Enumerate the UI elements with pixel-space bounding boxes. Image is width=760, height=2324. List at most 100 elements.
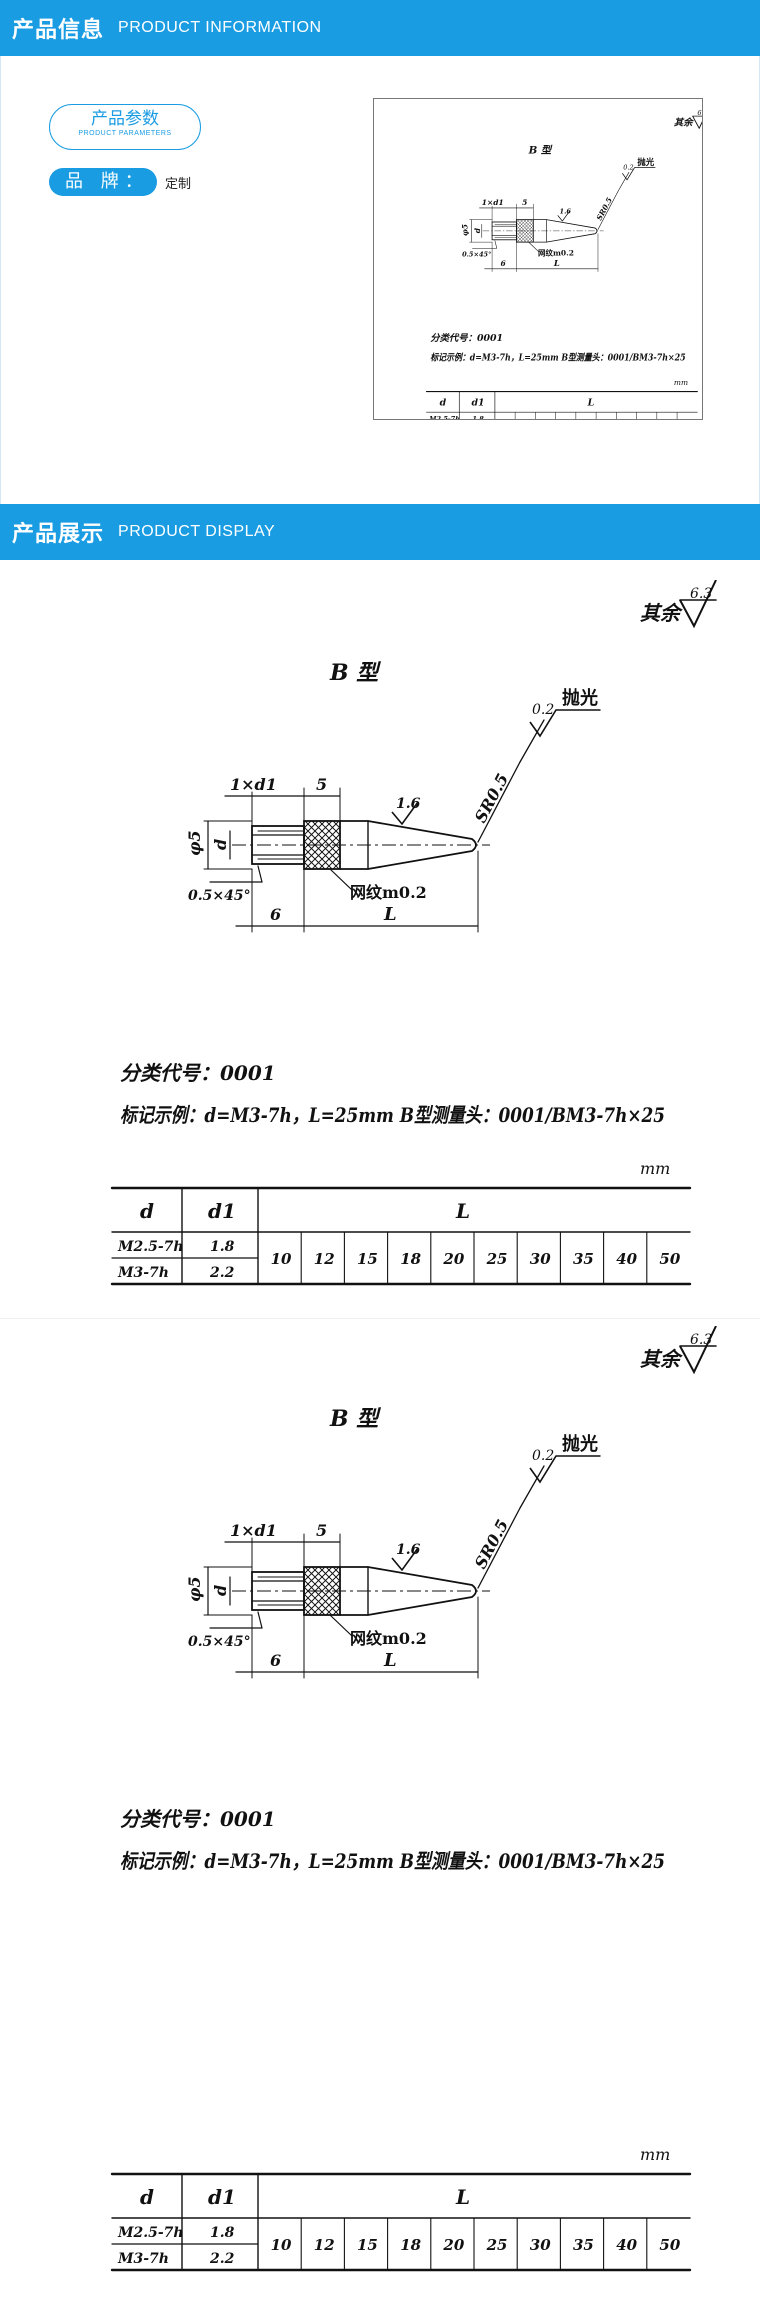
table-cell-d1: 2.2: [209, 2251, 235, 2267]
knurl-hatch: [529, 219, 534, 224]
roughness-16-text: 1.6: [560, 208, 572, 216]
table-cell-L: 12: [314, 1250, 335, 1268]
sr-text: SR0.5: [471, 1516, 513, 1571]
product-info-title: 产品信息: [12, 18, 105, 43]
roughness-note-text: 其余: [640, 1347, 683, 1371]
knurl-hatch: [523, 219, 534, 230]
dim-phi5-text: φ5: [185, 830, 204, 856]
table-cell-L: 35: [573, 2236, 594, 2254]
knurl-hatch: [526, 235, 534, 243]
table-cell-L: 35: [573, 1250, 594, 1268]
table-cell-d: M2.5-7h: [117, 2225, 184, 2241]
dim-phi5-text: φ5: [185, 1576, 204, 1602]
dim-6-text: 6: [501, 259, 507, 268]
table-cell-L: 18: [400, 1250, 421, 1268]
sr-text: SR0.5: [471, 770, 513, 825]
product-display-subtitle: PRODUCT DISPLAY: [118, 523, 276, 540]
section-divider: [0, 1318, 760, 1319]
table-cell-d1: 1.8: [210, 1239, 235, 1255]
table-cell-L: 25: [486, 1250, 508, 1268]
knurl-hatch: [311, 840, 341, 870]
table-cell-L: 18: [400, 2236, 421, 2254]
knurl-section: [303, 1566, 341, 1616]
knurl-hatch: [516, 219, 534, 237]
table-cell-d1: 1.8: [472, 415, 484, 419]
table-cell-d: M3-7h: [117, 1265, 169, 1281]
dim-L-text: L: [383, 1650, 397, 1671]
knurl-hatch: [519, 219, 534, 233]
knurl-hatch: [529, 238, 534, 243]
class-code-text: 分类代号：0001: [120, 1807, 276, 1831]
dim-6-text: 6: [270, 905, 281, 924]
knurl-hatch: [318, 1566, 341, 1589]
roughness-note-text: 其余: [640, 601, 683, 625]
knurl-hatch: [523, 232, 534, 243]
mark-example-text: 标记示例：d=M3-7h，L=25mm B型测量头：0001/BM3-7h×25: [120, 1849, 665, 1873]
table-header-L: L: [455, 1199, 470, 1223]
table-cell-L: 12: [314, 2236, 335, 2254]
brand-value: 定制: [165, 176, 192, 192]
knurl-hatch: [303, 854, 319, 870]
knurl-hatch: [311, 1566, 341, 1596]
knurl-hatch: [303, 1572, 341, 1610]
knurl-hatch: [516, 219, 534, 237]
type-title-text: B 型: [329, 1406, 381, 1432]
product-display-banner: 产品展示 PRODUCT DISPLAY: [0, 504, 760, 560]
knurl-hatch: [311, 820, 341, 850]
table-cell-L: 40: [616, 1250, 637, 1268]
dim-5-text: 5: [316, 1521, 327, 1540]
knurl-hatch: [304, 833, 341, 870]
sr-leader: [477, 761, 521, 843]
table-cell-L: 30: [530, 1250, 551, 1268]
sr-leader: [477, 1507, 521, 1589]
table-header-d1: d1: [471, 398, 484, 409]
knurl-hatch: [304, 820, 341, 857]
product-params-pill: 产品参数 PRODUCT PARAMETERS: [49, 104, 201, 150]
knurl-hatch: [516, 219, 527, 230]
unit-text: mm: [640, 1159, 670, 1178]
unit-text: mm: [640, 2145, 670, 2164]
polish-leader: [519, 1465, 545, 1509]
mark-example-text: 标记示例：d=M3-7h，L=25mm B型测量头：0001/BM3-7h×25: [430, 352, 685, 364]
dim-L-text: L: [383, 904, 397, 925]
knurl-hatch: [303, 826, 341, 864]
drawing-thumbnail-svg: 其余6.3B 型1×d151.6SR0.50.2抛光φ5d0.5×45°网纹m0…: [425, 106, 710, 438]
knurl-hatch: [303, 820, 319, 836]
knurl-hatch: [303, 840, 333, 870]
product-info-banner: 产品信息 PRODUCT INFORMATION: [0, 0, 760, 56]
knurl-hatch: [304, 1566, 341, 1603]
knurl-hatch: [325, 854, 341, 870]
knurl-leader: [329, 868, 353, 891]
sr-leader: [597, 191, 618, 230]
knurl-hatch: [303, 1566, 319, 1582]
type-title-text: B 型: [528, 145, 553, 157]
type-title-text: B 型: [329, 660, 381, 686]
knurl-hatch: [516, 238, 520, 243]
knurl-hatch: [303, 861, 312, 870]
chamfer-leader: [257, 1611, 263, 1629]
product-params-title: 产品参数: [91, 109, 159, 129]
dim-thread-text: 1×d1: [230, 1521, 277, 1540]
table-cell-L: 40: [616, 2236, 637, 2254]
chamfer-text: 0.5×45°: [188, 1634, 251, 1650]
brand-label: 品 牌：: [49, 168, 157, 196]
knurl-hatch: [332, 820, 341, 829]
knurl-text: 网纹m0.2: [538, 248, 574, 258]
mark-example-text: 标记示例：d=M3-7h，L=25mm B型测量头：0001/BM3-7h×25: [120, 1103, 665, 1127]
dim-5-text: 5: [522, 198, 527, 207]
polish-leader: [519, 719, 545, 763]
roughness-mark: [679, 1325, 717, 1375]
dim-L-text: L: [553, 258, 560, 268]
dim-thread-text: 1×d1: [482, 198, 504, 207]
knurl-hatch: [318, 1593, 341, 1616]
roughness-mark: [679, 579, 717, 629]
knurl-hatch: [303, 1593, 326, 1616]
table-cell-L: 15: [357, 1250, 378, 1268]
dim-d-text: d: [211, 1585, 230, 1596]
roughness-16-mark: [391, 801, 419, 826]
knurl-hatch: [325, 1600, 341, 1616]
roughness-16-mark: [557, 210, 571, 222]
